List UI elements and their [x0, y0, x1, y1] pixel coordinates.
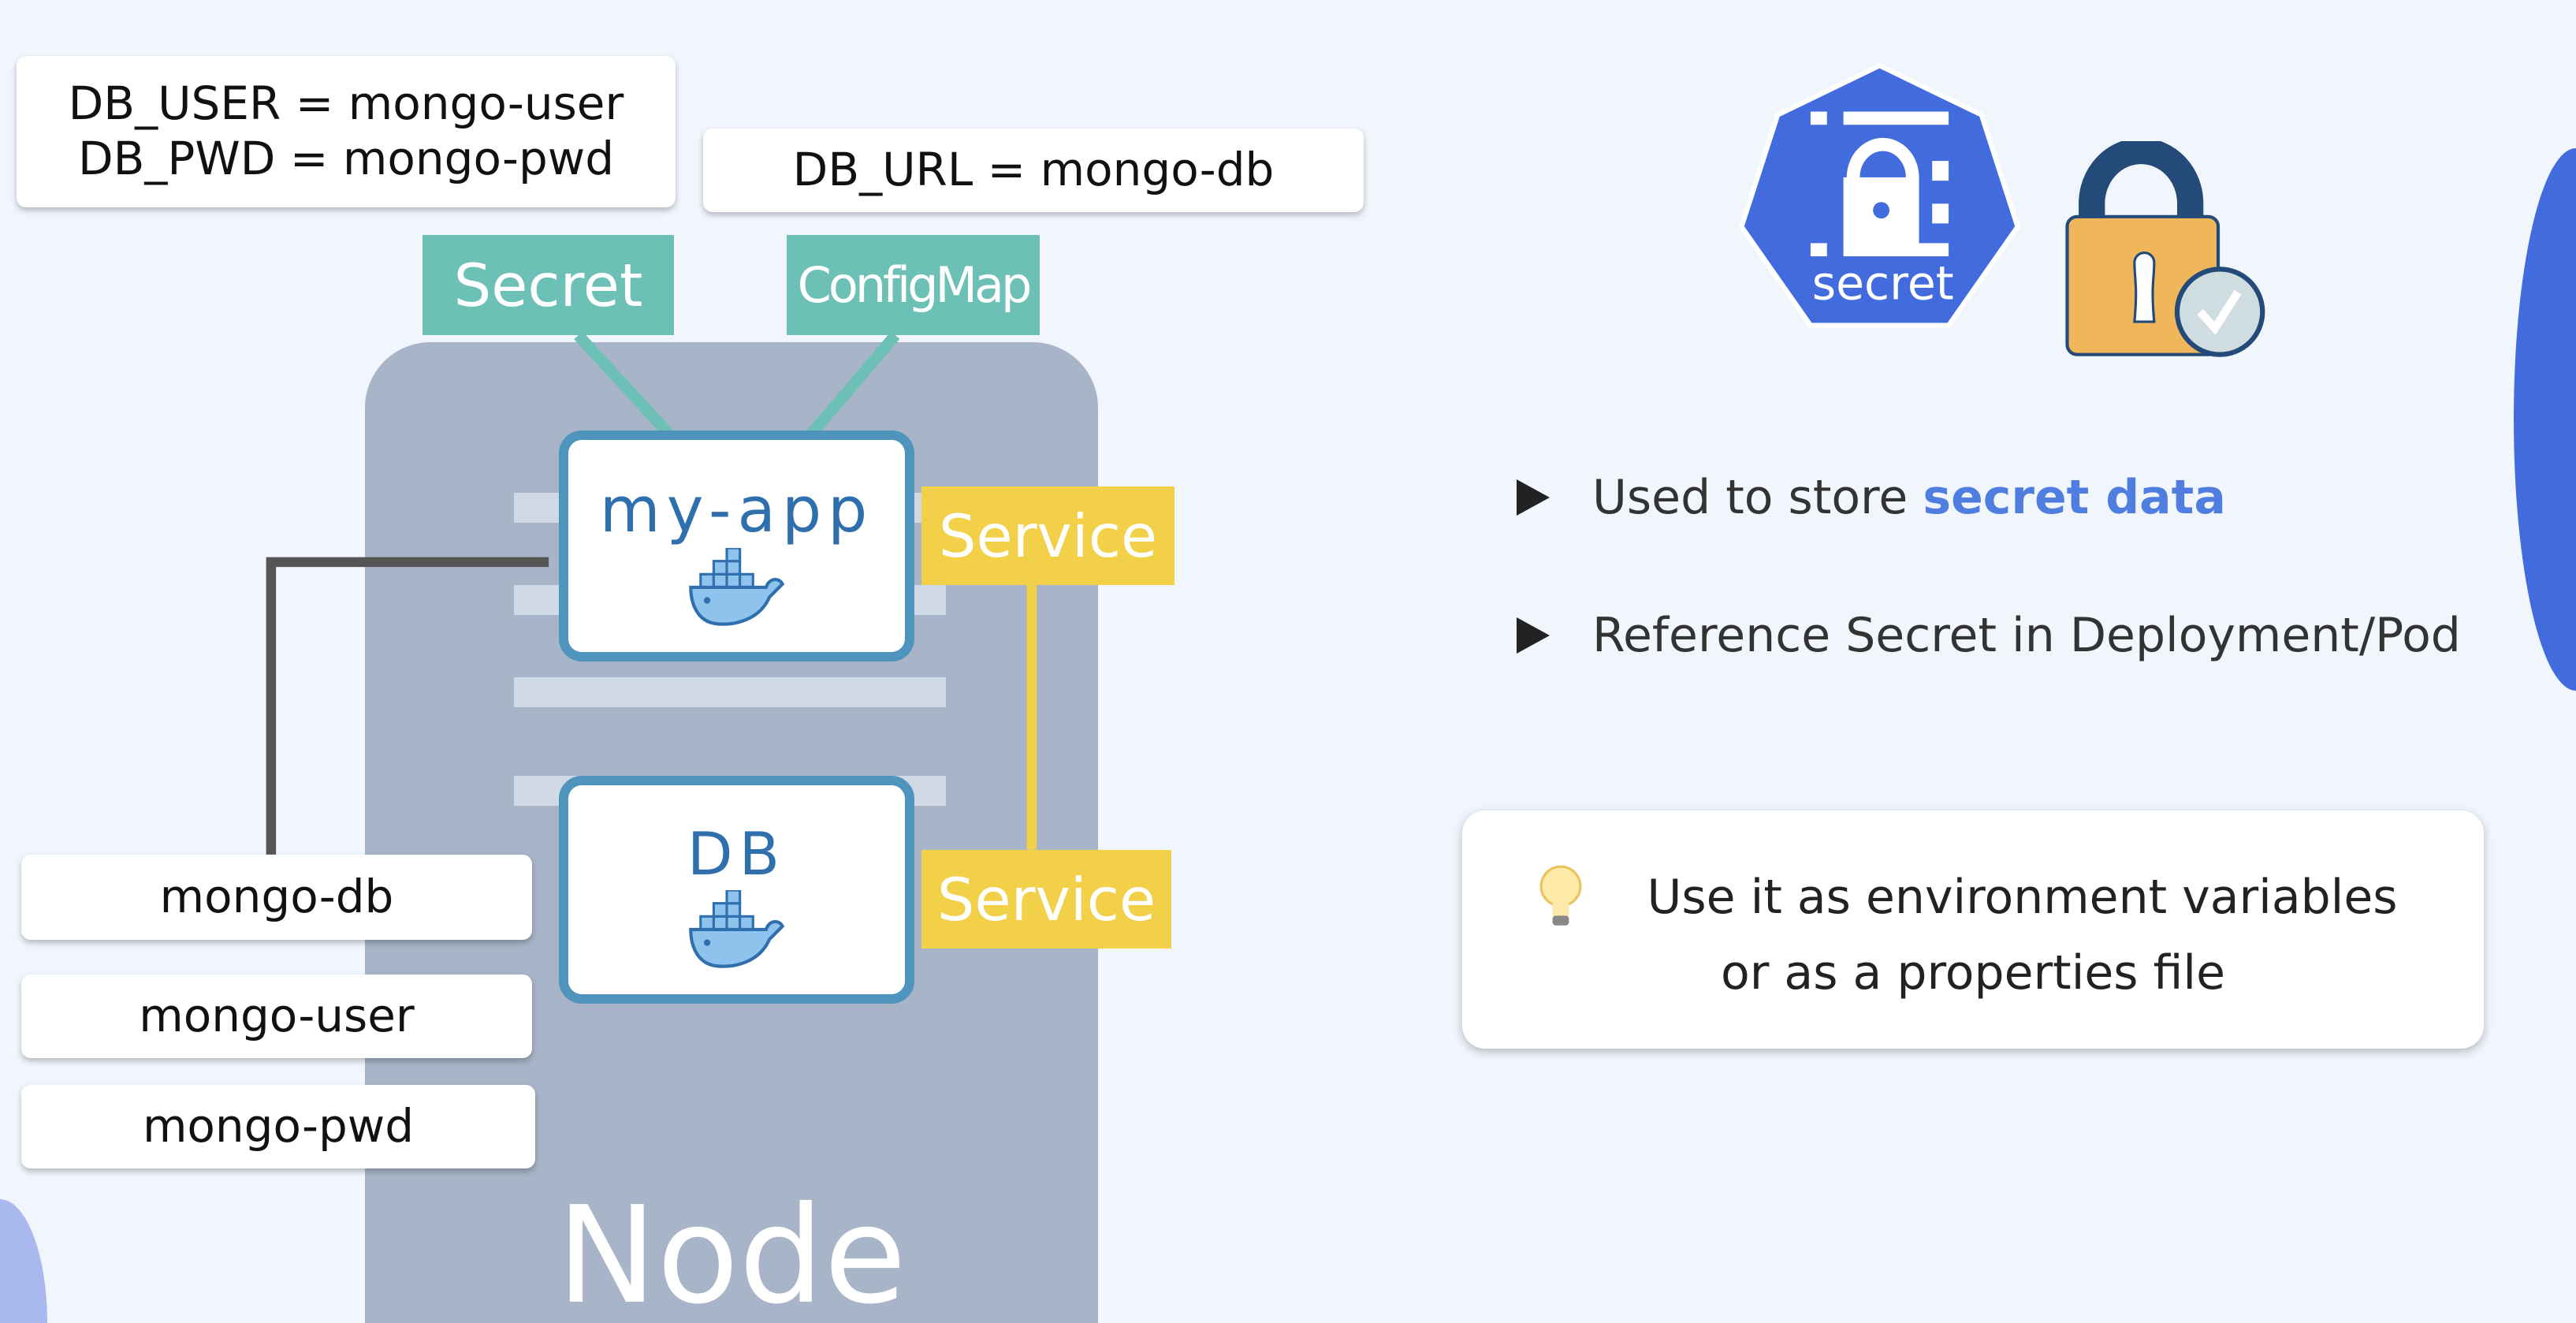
- db-pod: DB: [559, 776, 914, 1004]
- app-service-label: Service: [921, 486, 1174, 585]
- tip-line-2: or as a properties file: [1720, 945, 2226, 1001]
- value-text: mongo-db: [159, 870, 394, 924]
- my-app-label: my-app: [599, 474, 874, 546]
- docker-icon: [689, 546, 785, 626]
- bullet-item: Used to store secret data: [1517, 470, 2226, 525]
- value-box: mongo-pwd: [21, 1085, 535, 1168]
- tip-box: Use it as environment variables or as a …: [1462, 811, 2484, 1049]
- bullet-text: Used to store: [1592, 470, 1923, 525]
- value-text: mongo-user: [139, 989, 415, 1043]
- node-strip: [514, 677, 946, 707]
- db-pwd-line: DB_PWD = mongo-pwd: [77, 132, 615, 185]
- triangle-bullet-icon: [1517, 617, 1550, 654]
- node-label: Node: [557, 1189, 906, 1323]
- bullet-highlight: secret data: [1923, 470, 2226, 525]
- tip-line-1: Use it as environment variables: [1647, 870, 2398, 925]
- secret-env-box: DB_USER = mongo-user DB_PWD = mongo-pwd: [17, 56, 676, 207]
- values-connector: [266, 557, 549, 855]
- docker-icon: [689, 888, 785, 968]
- configmap-env-box: DB_URL = mongo-db: [703, 129, 1364, 212]
- value-box: mongo-db: [21, 855, 532, 940]
- secret-badge-text: secret: [1812, 256, 1954, 310]
- db-user-line: DB_USER = mongo-user: [68, 76, 624, 131]
- k8s-secret-icon: secret: [1738, 62, 2021, 328]
- db-service-label: Service: [921, 850, 1171, 948]
- value-text: mongo-pwd: [142, 1099, 415, 1153]
- padlock-check-icon: [2065, 141, 2265, 357]
- bullet-text: Reference Secret in Deployment/Pod: [1592, 608, 2461, 663]
- my-app-pod: my-app: [559, 430, 914, 662]
- lightbulb-icon: [1539, 865, 1582, 926]
- db-url-line: DB_URL = mongo-db: [792, 143, 1275, 197]
- secret-label: Secret: [423, 235, 674, 335]
- configmap-label: ConfigMap: [787, 235, 1040, 335]
- bullet-item: Reference Secret in Deployment/Pod: [1517, 608, 2461, 663]
- triangle-bullet-icon: [1517, 479, 1550, 516]
- value-box: mongo-user: [21, 975, 532, 1058]
- db-label: DB: [687, 819, 787, 889]
